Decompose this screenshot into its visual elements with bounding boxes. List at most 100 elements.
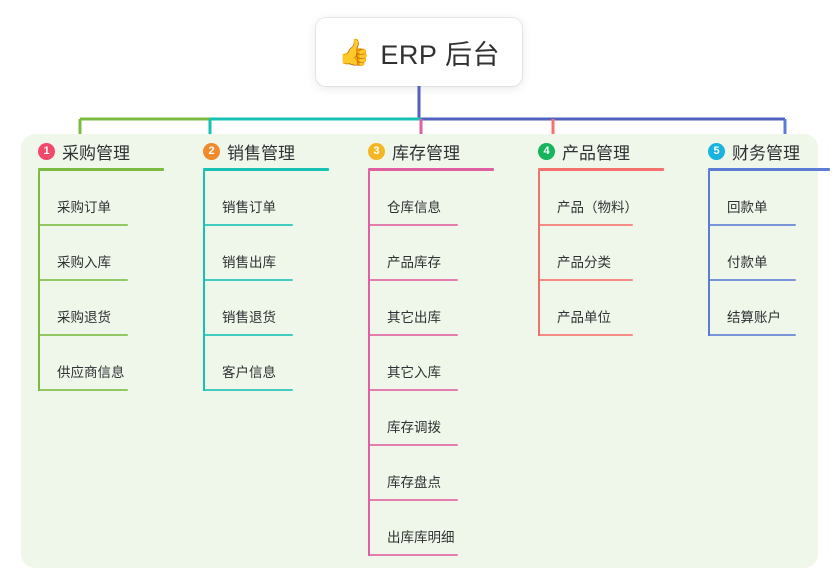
menu-item-label: 供应商信息 [57,365,125,380]
menu-item-rule [368,279,458,281]
menu-item[interactable]: 结算账户 [691,281,831,336]
column-header-rule-1 [38,168,164,171]
thumbs-up-icon: 👍 [338,37,371,67]
menu-item-label: 产品库存 [387,255,441,270]
menu-item-label: 其它入库 [387,365,441,380]
menu-item-rule [708,279,796,281]
column-trunk-4 [538,171,540,336]
menu-item[interactable]: 产品（物料） [521,171,691,226]
column-badge-1: 1 [38,142,55,160]
root-title-card[interactable]: 👍 ERP 后台 [316,18,522,86]
column-header-rule-4 [538,168,664,171]
menu-item-rule [538,279,633,281]
menu-item-rule [203,224,293,226]
column-header-rule-3 [368,168,494,171]
column-title-1: 采购管理 [62,143,130,163]
menu-item[interactable]: 采购退货 [21,281,186,336]
menu-item-rule [368,389,458,391]
column-3: 3 库存管理仓库信息产品库存其它出库其它入库库存调拨库存盘点出库库明细 [351,134,521,556]
column-header-1[interactable]: 1 采购管理 [21,134,186,168]
menu-item-rule [38,389,128,391]
column-header-rule-2 [203,168,329,171]
column-body-4: 产品（物料） 产品分类产品单位 [521,171,691,336]
menu-item-label: 销售订单 [222,200,276,215]
column-body-3: 仓库信息产品库存其它出库其它入库库存调拨库存盘点出库库明细 [351,171,521,556]
column-body-2: 销售订单销售出库销售退货客户信息 [186,171,351,391]
menu-item[interactable]: 销售退货 [186,281,351,336]
column-body-5: 回款单付款单结算账户 [691,171,831,336]
menu-item-label: 采购入库 [57,255,111,270]
column-trunk-1 [38,171,40,391]
menu-item-rule [538,224,633,226]
menu-item-label: 客户信息 [222,365,276,380]
menu-item-rule [38,334,128,336]
menu-item-label: 产品（物料） [557,200,638,215]
menu-item[interactable]: 产品单位 [521,281,691,336]
column-title-5: 财务管理 [732,143,800,163]
diagram-panel [21,134,818,568]
column-header-3[interactable]: 3 库存管理 [351,134,521,168]
column-title-4: 产品管理 [562,143,630,163]
menu-item[interactable]: 产品库存 [351,226,521,281]
menu-item-label: 销售退货 [222,310,276,325]
column-title-3: 库存管理 [392,143,460,163]
menu-item-label: 产品分类 [557,255,611,270]
menu-item-rule [368,499,458,501]
menu-item-rule [368,224,458,226]
menu-item[interactable]: 库存盘点 [351,446,521,501]
menu-item-label: 回款单 [727,200,768,215]
menu-item-label: 付款单 [727,255,768,270]
menu-item-label: 采购退货 [57,310,111,325]
menu-item[interactable]: 付款单 [691,226,831,281]
column-badge-3: 3 [368,142,385,160]
menu-item-label: 采购订单 [57,200,111,215]
column-badge-4: 4 [538,142,555,160]
menu-item-label: 销售出库 [222,255,276,270]
menu-item-rule [203,334,293,336]
column-body-1: 采购订单采购入库采购退货供应商信息 [21,171,186,391]
menu-item-label: 出库库明细 [387,530,455,545]
menu-item-label: 仓库信息 [387,200,441,215]
menu-item-rule [203,279,293,281]
menu-item-label: 结算账户 [727,310,781,325]
menu-item-rule [708,224,796,226]
menu-item[interactable]: 销售出库 [186,226,351,281]
column-header-rule-5 [708,168,830,171]
menu-item-label: 库存调拨 [387,420,441,435]
column-trunk-2 [203,171,205,391]
column-badge-2: 2 [203,142,220,160]
menu-item-label: 产品单位 [557,310,611,325]
column-badge-5: 5 [708,142,725,160]
column-header-2[interactable]: 2 销售管理 [186,134,351,168]
page-title: ERP 后台 [380,39,500,70]
column-trunk-3 [368,171,370,556]
menu-item[interactable]: 产品分类 [521,226,691,281]
menu-item[interactable]: 回款单 [691,171,831,226]
menu-item-label: 库存盘点 [387,475,441,490]
menu-item-rule [368,554,458,556]
column-trunk-5 [708,171,710,336]
column-2: 2 销售管理销售订单销售出库销售退货客户信息 [186,134,351,391]
column-title-2: 销售管理 [227,143,295,163]
menu-item[interactable]: 客户信息 [186,336,351,391]
menu-item-rule [368,444,458,446]
column-5: 5 财务管理回款单付款单结算账户 [691,134,831,336]
menu-item[interactable]: 采购订单 [21,171,186,226]
menu-item[interactable]: 销售订单 [186,171,351,226]
menu-item[interactable]: 供应商信息 [21,336,186,391]
menu-item-rule [538,334,633,336]
menu-item-rule [203,389,293,391]
column-1: 1 采购管理采购订单采购入库采购退货供应商信息 [21,134,186,391]
menu-item-rule [708,334,796,336]
menu-item[interactable]: 采购入库 [21,226,186,281]
menu-item-label: 其它出库 [387,310,441,325]
menu-item[interactable]: 出库库明细 [351,501,521,556]
menu-item[interactable]: 库存调拨 [351,391,521,446]
column-4: 4 产品管理产品（物料） 产品分类产品单位 [521,134,691,336]
menu-item[interactable]: 仓库信息 [351,171,521,226]
menu-item[interactable]: 其它入库 [351,336,521,391]
menu-item[interactable]: 其它出库 [351,281,521,336]
menu-item-rule [368,334,458,336]
column-header-4[interactable]: 4 产品管理 [521,134,691,168]
column-header-5[interactable]: 5 财务管理 [691,134,831,168]
